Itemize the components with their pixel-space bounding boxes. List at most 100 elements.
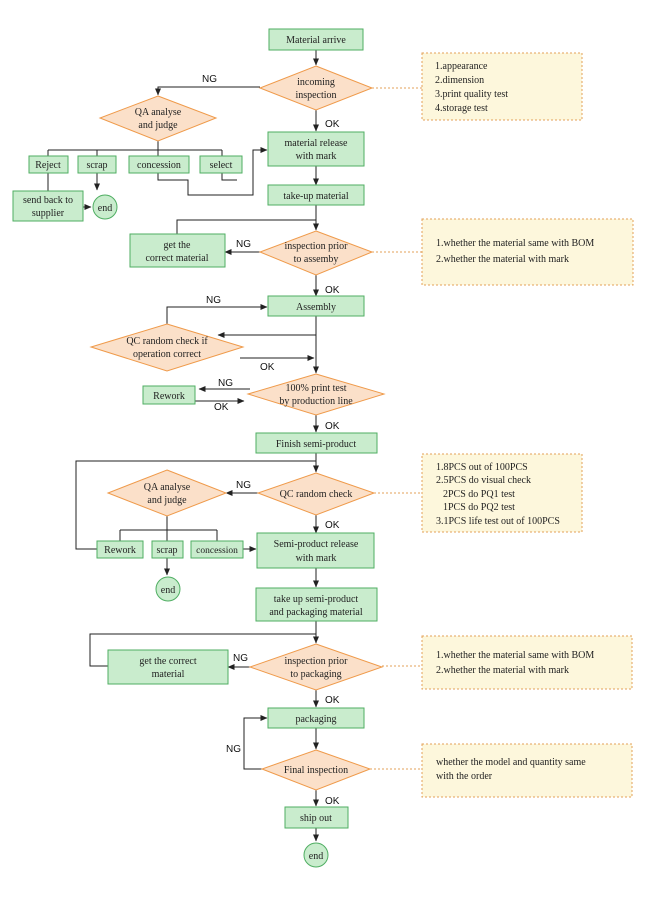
svg-text:1.whether the material same wi: 1.whether the material same with BOM (436, 650, 594, 661)
ng-label: NG (206, 295, 221, 306)
note-incoming-inspection: 1.appearance 2.dimension 3.print quality… (421, 52, 583, 121)
ng-label: NG (218, 378, 233, 389)
semi-product-release-box: Semi-product release with mark (256, 532, 375, 569)
qc-random-check-decision: QC random check (256, 472, 376, 516)
svg-text:QA analyse: QA analyse (144, 482, 191, 493)
svg-text:1.appearance: 1.appearance (435, 61, 488, 72)
svg-text:QA analyse: QA analyse (135, 107, 182, 118)
svg-text:material: material (152, 669, 185, 680)
qa-analyse-decision-2: QA analyse and judge (106, 469, 228, 517)
ng-label: NG (226, 744, 241, 755)
svg-text:100% print test: 100% print test (285, 383, 346, 394)
svg-text:concession: concession (196, 546, 238, 556)
svg-text:scrap: scrap (86, 160, 107, 171)
rework-box-2: Rework (96, 540, 144, 559)
svg-text:end: end (98, 203, 112, 214)
print-test-decision: 100% print test by production line (246, 373, 386, 416)
svg-text:inspection prior: inspection prior (284, 656, 348, 667)
svg-text:with mark: with mark (296, 553, 337, 564)
finish-semi-product-box: Finish semi-product (255, 432, 378, 454)
end-circle-3: end (303, 842, 329, 868)
select-box: select (199, 155, 243, 174)
rework-box-1: Rework (142, 385, 196, 405)
take-up-semi-product-box: take up semi-product and packaging mater… (255, 587, 378, 622)
ok-label: OK (325, 421, 340, 432)
svg-text:Final inspection: Final inspection (284, 765, 348, 776)
svg-text:and packaging material: and packaging material (269, 607, 363, 618)
svg-text:concession: concession (137, 160, 181, 171)
svg-text:material release: material release (284, 138, 348, 149)
svg-text:Reject: Reject (35, 160, 61, 171)
get-correct-material-box: get the correct material (129, 233, 226, 268)
end-circle-2: end (155, 576, 181, 602)
svg-text:1.8PCS out of 100PCS: 1.8PCS out of 100PCS (436, 462, 528, 473)
ok-label: OK (325, 796, 340, 807)
svg-text:QC random check if: QC random check if (126, 336, 208, 347)
concession-box: concession (128, 155, 190, 174)
svg-text:supplier: supplier (32, 208, 65, 219)
inspection-prior-assembly-decision: inspection prior to assemby (258, 230, 374, 276)
svg-text:Rework: Rework (104, 545, 136, 556)
scrap-box: scrap (77, 155, 117, 174)
svg-text:and judge: and judge (138, 120, 178, 131)
svg-text:Semi-product release: Semi-product release (274, 539, 359, 550)
ng-label: NG (233, 653, 248, 664)
svg-text:4.storage test: 4.storage test (435, 103, 488, 114)
svg-text:Finish semi-product: Finish semi-product (276, 439, 356, 450)
ship-out-box: ship out (284, 806, 349, 829)
concession-box-2: concession (190, 540, 244, 559)
ng-label: NG (202, 74, 217, 85)
send-back-box: send back to supplier (12, 190, 84, 222)
svg-text:and judge: and judge (147, 495, 187, 506)
edge-labels: NG OK NG OK NG OK NG OK OK NG OK NG OK N… (202, 74, 340, 807)
ng-label: NG (236, 480, 251, 491)
final-inspection-decision: Final inspection (260, 749, 372, 791)
svg-text:inspection prior: inspection prior (284, 241, 348, 252)
svg-text:packaging: packaging (295, 714, 336, 725)
svg-text:2PCS do PQ1 test: 2PCS do PQ1 test (443, 489, 515, 500)
svg-text:correct material: correct material (145, 253, 208, 264)
qc-random-operation-decision: QC random check if operation correct (89, 323, 245, 372)
svg-text:by production line: by production line (279, 396, 353, 407)
svg-text:get the: get the (164, 240, 191, 251)
inspection-prior-packaging-decision: inspection prior to packaging (248, 643, 384, 691)
ok-label: OK (325, 119, 340, 130)
packaging-box: packaging (267, 707, 365, 729)
end-circle-1: end (92, 194, 118, 220)
note-inspection-packaging: 1.whether the material same with BOM 2.w… (421, 635, 633, 690)
svg-text:whether the model and quantity: whether the model and quantity same (436, 757, 586, 768)
svg-text:take up semi-product: take up semi-product (274, 594, 359, 605)
incoming-inspection-decision: incoming inspection (258, 65, 374, 111)
material-release-box: material release with mark (267, 131, 365, 167)
svg-text:with the order: with the order (436, 771, 493, 782)
note-final-inspection: whether the model and quantity same with… (421, 743, 633, 798)
svg-text:take-up material: take-up material (283, 191, 348, 202)
svg-text:select: select (210, 160, 233, 171)
note-qc-random-check: 1.8PCS out of 100PCS 2.5PCS do visual ch… (421, 453, 583, 533)
svg-text:send back to: send back to (23, 195, 73, 206)
svg-text:QC random check: QC random check (280, 489, 353, 500)
svg-text:end: end (309, 851, 323, 862)
ok-label: OK (214, 402, 229, 413)
get-correct-material-box-2: get the correct material (107, 649, 229, 685)
svg-text:with mark: with mark (296, 151, 337, 162)
svg-text:2.dimension: 2.dimension (435, 75, 484, 86)
scrap-box-2: scrap (151, 540, 184, 559)
svg-text:1PCS do PQ2 test: 1PCS do PQ2 test (443, 502, 515, 513)
take-up-material-box: take-up material (267, 184, 365, 206)
connectors (47, 50, 422, 842)
material-arrive-box: Material arrive (268, 28, 364, 51)
svg-text:Rework: Rework (153, 391, 185, 402)
svg-text:to assemby: to assemby (294, 254, 339, 265)
note-inspection-assembly: 1.whether the material same with BOM 2.w… (421, 218, 634, 286)
svg-text:operation correct: operation correct (133, 349, 201, 360)
ok-label: OK (325, 285, 340, 296)
svg-text:scrap: scrap (156, 545, 177, 556)
svg-text:Material arrive: Material arrive (286, 35, 346, 46)
svg-text:Assembly: Assembly (296, 302, 336, 313)
svg-text:to packaging: to packaging (290, 669, 341, 680)
ng-label: NG (236, 239, 251, 250)
svg-text:incoming: incoming (297, 77, 335, 88)
ok-label: OK (325, 695, 340, 706)
